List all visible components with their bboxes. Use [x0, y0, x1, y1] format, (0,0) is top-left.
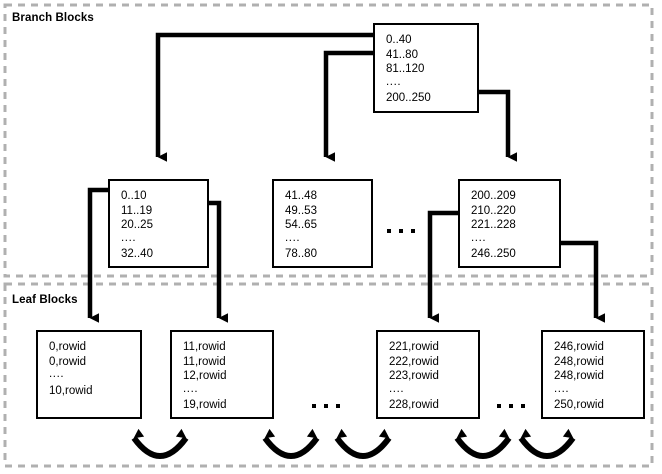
leaf-link-arrow-4	[454, 428, 512, 459]
root-branch-block[interactable]: 0..40 41..80 81..120 .... 200..250	[373, 23, 479, 113]
branch-block-3-line-3: 221..228	[471, 219, 516, 231]
root-branch-block-line-5: 200..250	[386, 92, 431, 104]
branch-block-3-line-5: 246..250	[471, 248, 516, 260]
leaf-block-3-line-3: 223,rowid	[389, 370, 439, 382]
leaf-blocks-region	[3, 282, 654, 468]
connector-root-to-branch-3	[478, 89, 517, 162]
connector-root-to-branch-1	[155, 32, 373, 162]
branch-row-ellipsis	[387, 229, 415, 233]
root-branch-block-line-1: 0..40	[386, 34, 412, 46]
leaf-block-1-line-3: ....	[49, 368, 65, 380]
leaf-block-4-line-5: 250,rowid	[554, 399, 604, 411]
branch-block-1-line-2: 11..19	[121, 204, 153, 217]
leaf-block-3-line-2: 222,rowid	[389, 355, 439, 368]
branch-block-2-line-5: 78..80	[285, 248, 317, 260]
branch-block-2[interactable]: 41..48 49..53 54..65 .... 78..80	[272, 179, 373, 268]
leaf-block-3-line-1: 221,rowid	[389, 341, 439, 353]
leaf-block-4-line-2: 248,rowid	[554, 355, 604, 368]
branch-block-1-line-5: 32..40	[121, 248, 153, 260]
connector-branch-1-to-leaf-2	[208, 200, 228, 323]
branch-block-2-line-4: ....	[285, 231, 301, 244]
branch-blocks-region	[3, 3, 654, 278]
leaf-block-2-line-2: 11,rowid	[183, 355, 226, 368]
leaf-block-1[interactable]: 0,rowid 0,rowid .... 10,rowid	[36, 330, 142, 419]
leaf-block-2-line-3: 12,rowid	[183, 370, 227, 382]
leaf-link-arrow-1	[131, 428, 189, 459]
leaf-block-1-line-4: 10,rowid	[49, 384, 93, 397]
branch-block-1-line-1: 0..10	[121, 190, 147, 202]
leaf-block-2-line-1: 11,rowid	[183, 341, 226, 353]
branch-block-2-line-1: 41..48	[285, 190, 317, 202]
branch-block-1-line-3: 20..25	[121, 219, 153, 231]
leaf-block-1-line-2: 0,rowid	[49, 355, 87, 368]
branch-block-2-line-2: 49..53	[285, 204, 317, 217]
branch-block-3-line-4: ....	[471, 231, 487, 244]
connector-branch-1-to-leaf-1	[87, 187, 108, 323]
branch-block-2-line-3: 54..65	[285, 219, 317, 231]
root-branch-block-line-2: 41..80	[386, 48, 418, 61]
leaf-block-3-line-4: ....	[389, 382, 405, 395]
leaf-link-arrow-5	[518, 428, 576, 459]
connector-root-to-branch-2	[323, 50, 373, 162]
root-branch-block-line-3: 81..120	[386, 63, 425, 75]
branch-block-3-line-1: 200..209	[471, 190, 516, 202]
branch-block-3-line-2: 210..220	[471, 204, 516, 217]
leaf-block-3-line-5: 228,rowid	[389, 399, 439, 411]
branch-blocks-label: Branch Blocks	[12, 12, 94, 24]
leaf-block-2-line-4: ....	[183, 382, 199, 395]
connector-branch-3-to-leaf-3	[427, 210, 458, 323]
leaf-block-2[interactable]: 11,rowid 11,rowid 12,rowid .... 19,rowid	[170, 330, 274, 419]
leaf-block-4-line-3: 248,rowid	[554, 370, 604, 382]
connector-branch-3-to-leaf-4	[560, 240, 605, 323]
branch-block-3[interactable]: 200..209 210..220 221..228 .... 246..250	[458, 179, 561, 268]
leaf-row-ellipsis-right	[497, 404, 525, 408]
root-branch-block-line-4: ....	[386, 75, 402, 88]
branch-block-1-line-4: ....	[121, 231, 137, 244]
leaf-block-4-line-4: ....	[554, 382, 570, 395]
branch-block-1[interactable]: 0..10 11..19 20..25 .... 32..40	[108, 179, 209, 268]
leaf-link-arrow-3	[334, 428, 392, 459]
leaf-blocks-label: Leaf Blocks	[12, 294, 78, 306]
leaf-block-1-line-1: 0,rowid	[49, 341, 87, 353]
leaf-block-4-line-1: 246,rowid	[554, 341, 604, 353]
leaf-row-ellipsis-left	[312, 404, 340, 408]
leaf-block-2-line-5: 19,rowid	[183, 399, 227, 411]
leaf-link-arrow-2	[262, 428, 320, 459]
leaf-block-3[interactable]: 221,rowid 222,rowid 223,rowid .... 228,r…	[376, 330, 480, 419]
leaf-block-4[interactable]: 246,rowid 248,rowid 248,rowid .... 250,r…	[541, 330, 645, 419]
